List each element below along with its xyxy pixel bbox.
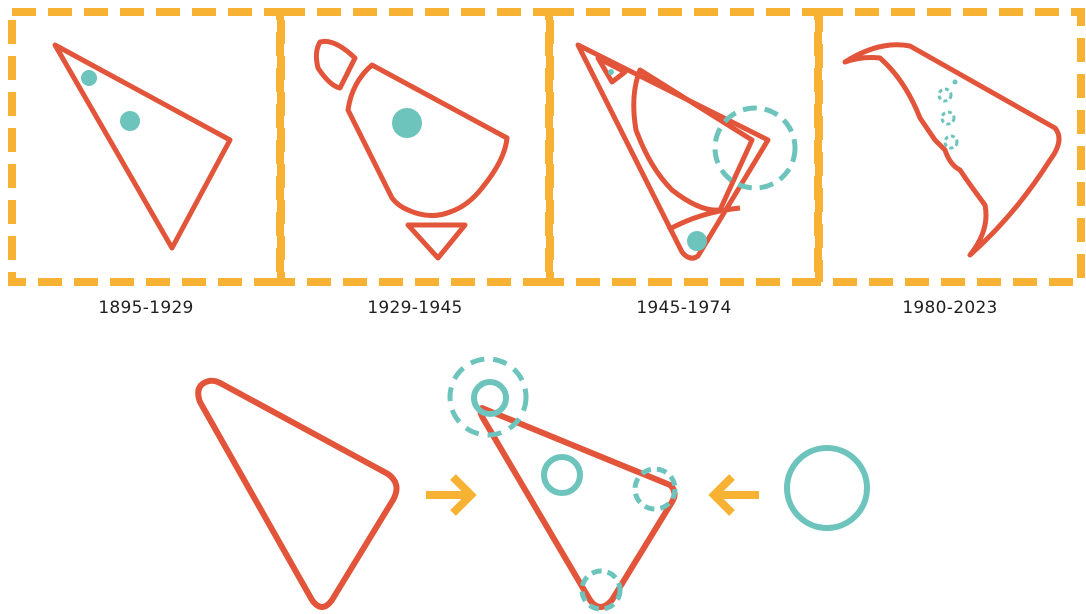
era-label-3: 1945-1974 — [550, 298, 818, 318]
accent-dot — [392, 108, 422, 138]
lower-ridge — [668, 208, 740, 230]
shape-1980-2023 — [845, 45, 1059, 255]
bottom-fragment — [408, 225, 465, 258]
accent-dot — [81, 70, 97, 86]
frame-1929-1945 — [281, 12, 549, 282]
center-circle — [544, 457, 580, 493]
shape-1929-1945 — [316, 41, 507, 258]
accent-dot — [120, 111, 140, 131]
arrow-right-icon — [426, 477, 471, 513]
dashed-highlight — [715, 108, 795, 188]
arrow-left-icon — [714, 477, 759, 513]
shape-1895-1929 — [55, 45, 230, 248]
dashed-dot — [939, 89, 951, 101]
accent-dot — [953, 80, 958, 85]
circle-outline — [787, 448, 867, 528]
combined-triangle — [450, 359, 675, 609]
dashed-corner-circle — [582, 571, 620, 609]
accent-dot — [608, 69, 614, 75]
era-label-2: 1929-1945 — [281, 298, 549, 318]
era-label-1: 1895-1929 — [12, 298, 280, 318]
shape-1945-1974 — [578, 45, 795, 258]
dashed-dot — [942, 112, 954, 124]
curved-outline — [845, 45, 1059, 255]
circle-element — [787, 448, 867, 528]
era-label-4: 1980-2023 — [819, 298, 1081, 318]
triangle-outline — [55, 45, 230, 248]
frame-1895-1929 — [12, 12, 280, 282]
base-triangle — [198, 381, 396, 607]
rounded-triangle-outline — [198, 381, 396, 607]
accent-dot — [687, 231, 707, 251]
dashed-dot — [945, 136, 957, 148]
main-body — [348, 65, 507, 216]
top-fragment — [316, 41, 355, 88]
